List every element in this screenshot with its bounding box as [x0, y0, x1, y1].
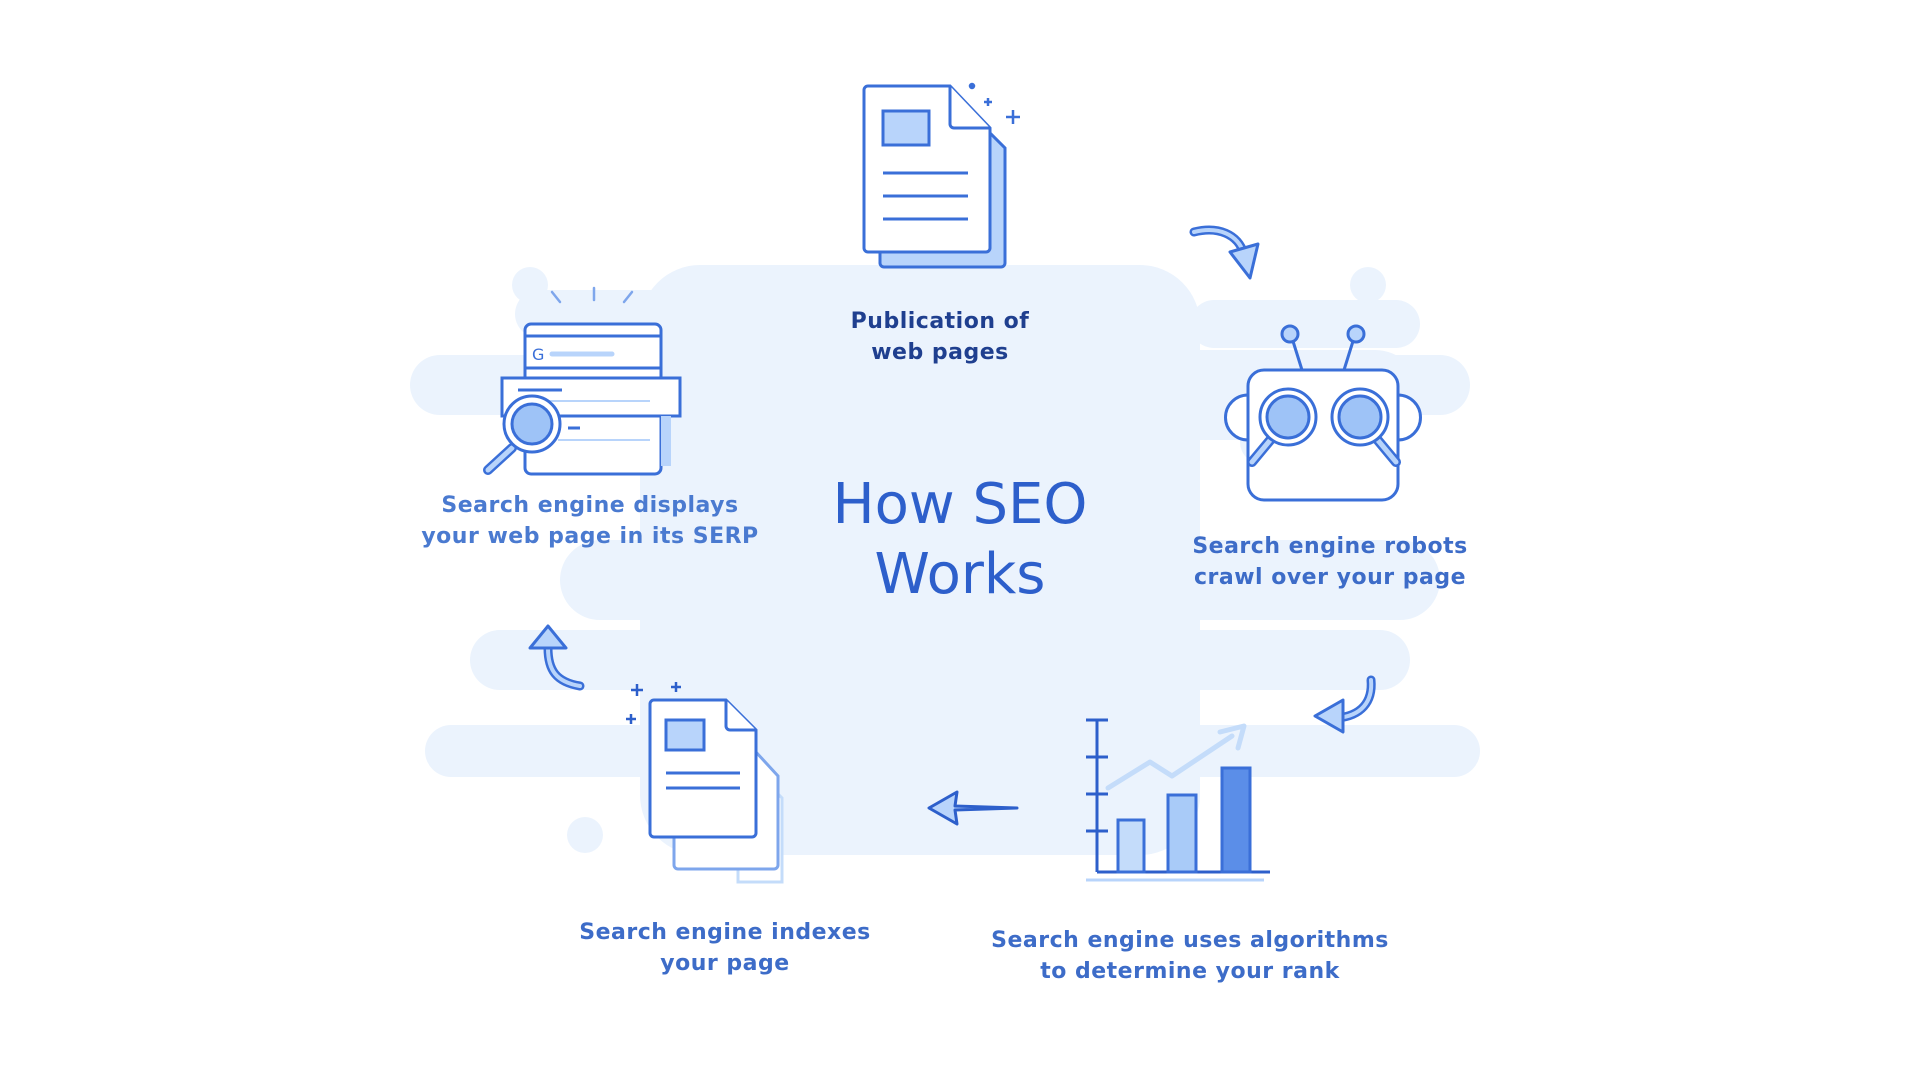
arrow-left-icon	[927, 790, 1019, 826]
trend-line-icon	[1105, 733, 1235, 791]
diagram-title: How SEO Works	[760, 470, 1160, 610]
bar-large	[1220, 766, 1252, 874]
step-label-crawl: Search engine robots crawl over your pag…	[1170, 531, 1490, 593]
title-line: Works	[874, 542, 1046, 607]
step-label-serp: Search engine displays your web page in …	[420, 490, 760, 552]
curved-arrow-up-icon	[528, 624, 585, 691]
step-label-rank: Search engine uses algorithms to determi…	[960, 925, 1420, 987]
step-label-line: your web page in its SERP	[421, 524, 759, 549]
curved-arrow-down-left-icon	[1313, 675, 1376, 734]
step-label-line: crawl over your page	[1193, 565, 1467, 590]
step-label-line: Search engine uses algorithms	[991, 928, 1389, 953]
sparkle-icon	[968, 82, 1020, 124]
step-label-line: to determine your rank	[1040, 959, 1340, 984]
bar-chart-icon	[1086, 718, 1270, 882]
step-label-line: web pages	[871, 340, 1009, 365]
step-label-line: Search engine indexes	[579, 920, 871, 945]
serp-magnifier-icon: G	[483, 286, 682, 476]
sparkle-icon	[626, 682, 681, 724]
step-label-line: Publication of	[850, 309, 1030, 334]
magnifier-icon	[1330, 387, 1401, 467]
robot-icon	[1224, 324, 1422, 502]
magnifier-icon	[483, 394, 562, 475]
document-icon	[862, 82, 1020, 269]
search-engine-logo: G	[532, 345, 544, 364]
magnifier-icon	[1247, 387, 1318, 467]
bar-medium	[1166, 793, 1198, 874]
step-label-line: your page	[660, 951, 790, 976]
step-label-line: Search engine robots	[1192, 534, 1468, 559]
curved-arrow-down-icon	[1189, 225, 1260, 280]
title-line: How SEO	[832, 472, 1088, 537]
document-stack-icon	[626, 682, 784, 884]
step-label-line: Search engine displays	[441, 493, 739, 518]
bar-small	[1116, 818, 1146, 874]
step-label-index: Search engine indexes your page	[570, 917, 880, 979]
step-label-publish: Publication of web pages	[790, 306, 1090, 368]
